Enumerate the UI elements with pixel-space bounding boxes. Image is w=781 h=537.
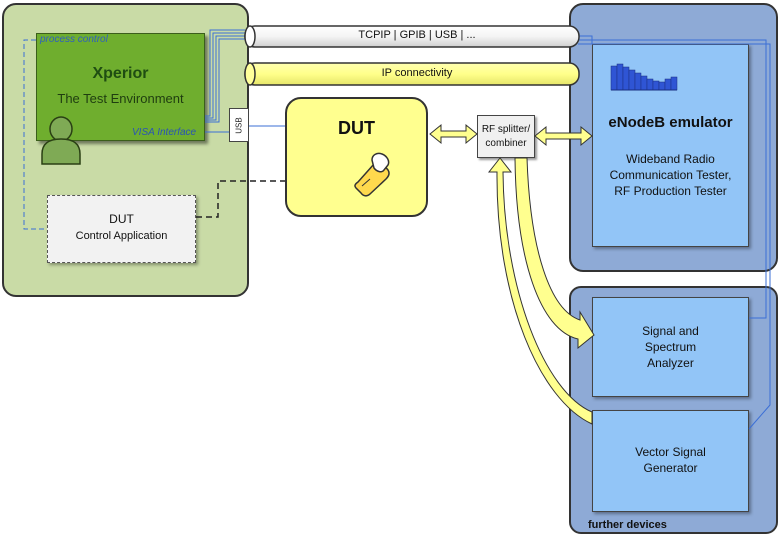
xperior-title: Xperior — [92, 65, 149, 82]
analyzer-line-2: Spectrum — [644, 340, 697, 354]
dut-control-line — [196, 180, 285, 218]
further-devices-label: further devices — [588, 519, 667, 531]
process-control-line — [23, 39, 47, 230]
analyzer-line-1: Signal and — [642, 324, 699, 338]
signal-generator-box — [592, 410, 749, 512]
analyzer-line-3: Analyzer — [647, 356, 694, 370]
splitter-label-1: RF splitter/ — [481, 124, 531, 135]
dut-control-title: DUT — [109, 212, 134, 226]
ip-connectivity-pipe — [244, 62, 580, 86]
user-icon — [41, 116, 81, 165]
splitter-enodeb-arrow — [534, 125, 593, 147]
spectrum-icon — [610, 63, 678, 91]
phone-icon — [354, 152, 390, 197]
dut-control-subtitle: Control Application — [75, 230, 168, 242]
generator-line-2: Generator — [643, 461, 698, 475]
enodeb-line-2: Communication Tester, — [609, 168, 732, 182]
dut-splitter-arrow — [429, 123, 478, 145]
dut-box — [285, 97, 428, 217]
tcpip-pipe — [244, 25, 580, 48]
enodeb-title: eNodeB emulator — [608, 114, 733, 131]
tcpip-label: TCPIP | GPIB | USB | ... — [358, 29, 476, 41]
visa-interface-label: VISA Interface — [132, 127, 197, 138]
dut-control-application-box — [47, 195, 196, 263]
generator-splitter-arrow — [487, 157, 593, 425]
signal-analyzer-box — [592, 297, 749, 397]
process-control-label: process control — [40, 34, 108, 45]
ip-connectivity-label: IP connectivity — [381, 67, 453, 79]
usb-label: USB — [234, 117, 244, 134]
device-bus-wires — [578, 35, 771, 430]
enodeb-line-3: RF Production Tester — [614, 184, 727, 198]
xperior-subtitle: The Test Environment — [57, 91, 184, 106]
generator-line-1: Vector Signal — [635, 445, 706, 459]
rf-splitter-box — [477, 115, 535, 158]
dut-title: DUT — [338, 118, 375, 138]
enodeb-line-1: Wideband Radio — [626, 152, 715, 166]
splitter-label-2: combiner — [485, 138, 527, 149]
splitter-analyzer-arrow — [514, 157, 595, 350]
usb-box — [229, 108, 249, 142]
xperior-bus-wires — [205, 29, 285, 133]
